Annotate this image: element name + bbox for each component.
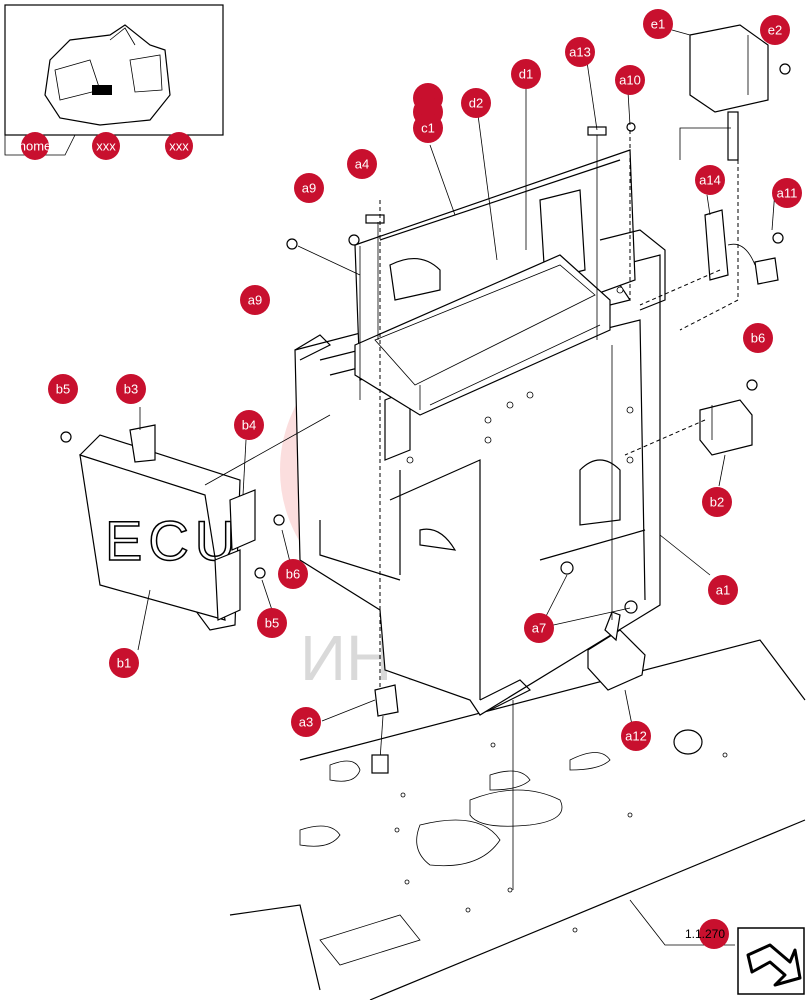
switch-a3 (371, 684, 399, 774)
svg-text:c1: c1 (421, 121, 435, 136)
callout-e2[interactable]: e2 (760, 15, 790, 45)
svg-text:a7: a7 (532, 621, 546, 636)
tab-home[interactable]: home (19, 132, 52, 160)
excavator-thumbnail (44, 24, 171, 126)
bracket-b3 (129, 424, 156, 463)
svg-text:a9: a9 (248, 293, 262, 308)
callout-a1[interactable]: a1 (708, 575, 738, 605)
callout-d2[interactable]: d2 (461, 88, 491, 118)
svg-text:a4: a4 (355, 157, 369, 172)
svg-text:b1: b1 (117, 656, 131, 671)
svg-text:xxx: xxx (96, 139, 116, 154)
svg-text:b3: b3 (124, 382, 138, 397)
svg-text:b4: b4 (242, 418, 256, 433)
callout-b5-mid[interactable]: b5 (257, 608, 287, 638)
svg-text:a1: a1 (716, 583, 730, 598)
callout-a10[interactable]: a10 (615, 65, 645, 95)
tab-xxx-2[interactable]: xxx (165, 132, 193, 160)
callout-b3[interactable]: b3 (116, 374, 146, 404)
svg-text:e2: e2 (768, 23, 782, 38)
svg-text:b2: b2 (710, 495, 724, 510)
svg-text:home: home (19, 139, 52, 154)
callout-b6-right[interactable]: b6 (743, 323, 773, 353)
next-page-button[interactable] (737, 927, 805, 995)
svg-text:b6: b6 (286, 567, 300, 582)
ecu-label: ECU (105, 509, 241, 572)
svg-text:d2: d2 (469, 96, 483, 111)
svg-text:e1: e1 (651, 17, 665, 32)
svg-text:b6: b6 (751, 331, 765, 346)
relay-b2 (699, 399, 753, 456)
arrow-next-icon (746, 943, 802, 987)
svg-text:a10: a10 (619, 73, 641, 88)
callout-e1[interactable]: e1 (643, 9, 673, 39)
callout-a9-left[interactable]: a9 (240, 285, 270, 315)
tab-xxx-1[interactable]: xxx (92, 132, 120, 160)
svg-text:d1: d1 (519, 67, 533, 82)
svg-text:xxx: xxx (169, 139, 189, 154)
floor-plate (229, 639, 806, 1000)
callout-a14[interactable]: a14 (695, 165, 725, 195)
reference-label: 1.1.270 (685, 927, 725, 941)
callout-c1[interactable]: c1 (413, 113, 443, 143)
svg-text:a3: a3 (299, 715, 313, 730)
callout-a9-top[interactable]: a9 (294, 173, 324, 203)
callout-a3[interactable]: a3 (291, 707, 321, 737)
callout-b5-left[interactable]: b5 (48, 374, 78, 404)
svg-text:a14: a14 (699, 173, 721, 188)
callout-b4[interactable]: b4 (234, 410, 264, 440)
svg-text:b5: b5 (265, 616, 279, 631)
svg-text:a11: a11 (777, 186, 798, 201)
callout-a12[interactable]: a12 (621, 721, 651, 751)
callout-b6-mid[interactable]: b6 (278, 559, 308, 589)
callout-b1[interactable]: b1 (109, 648, 139, 678)
ecu-cover: ECU (79, 434, 241, 631)
svg-text:a12: a12 (625, 729, 647, 744)
leader-lines (137, 29, 776, 946)
module-e1 (689, 24, 769, 161)
svg-text:a13: a13 (569, 45, 591, 60)
svg-text:a9: a9 (302, 181, 316, 196)
callout-a4[interactable]: a4 (347, 149, 377, 179)
callout-a11[interactable]: a11 (772, 178, 802, 208)
reference-link[interactable]: 1.1.270 (685, 919, 729, 949)
callout-a7[interactable]: a7 (524, 613, 554, 643)
callout-a13[interactable]: a13 (565, 37, 595, 67)
svg-text:b5: b5 (56, 382, 70, 397)
callout-b2[interactable]: b2 (702, 487, 732, 517)
bracket-b4 (214, 489, 256, 621)
switch-a12 (587, 611, 646, 691)
callout-d1[interactable]: d1 (511, 59, 541, 89)
controller-module (354, 254, 611, 416)
fasteners (60, 63, 791, 614)
relay-a14 (704, 209, 779, 285)
thumbnail-panel: home xxx xxx (4, 4, 224, 160)
